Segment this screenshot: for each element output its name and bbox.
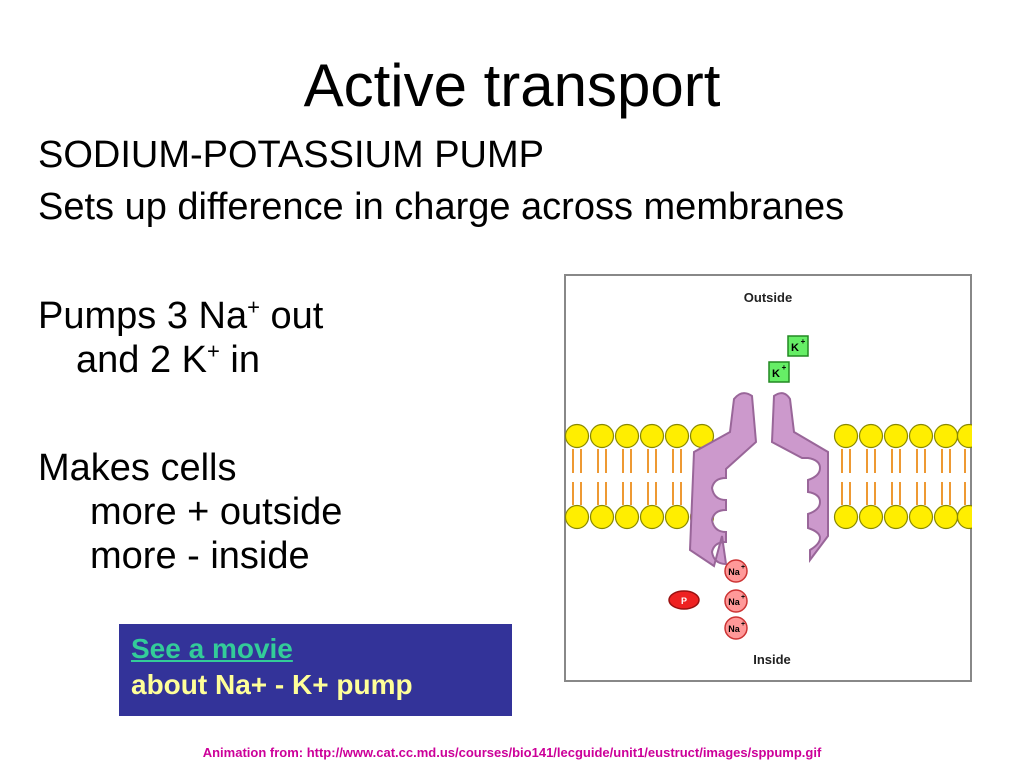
k-ion-1: K + — [787, 335, 809, 357]
see-movie-link[interactable]: See a movie — [131, 633, 293, 664]
lipid-head — [883, 423, 909, 449]
na-ion-1: Na + — [724, 559, 748, 583]
lipid-head — [589, 423, 615, 449]
animation-credit: Animation from: http://www.cat.cc.md.us/… — [202, 745, 822, 760]
movie-box: See a movie about Na+ - K+ pump — [119, 624, 512, 716]
pumps-statement: Pumps 3 Na+ out and 2 K+ in — [38, 294, 323, 382]
phosphate-ion: P — [668, 590, 700, 610]
lipid-head — [589, 504, 615, 530]
svg-text:K: K — [791, 342, 799, 354]
pump-protein-right — [770, 392, 829, 563]
lipid-head — [564, 504, 590, 530]
lipid-head — [933, 423, 959, 449]
na-ion-3: Na + — [724, 616, 748, 640]
na-ion-2: Na + — [724, 589, 748, 613]
makes-line-2: more + outside — [90, 491, 343, 533]
makes-statement: Makes cells more + outside more - inside — [38, 446, 342, 578]
svg-text:Na: Na — [728, 567, 740, 577]
lipid-head — [614, 423, 640, 449]
svg-text:Na: Na — [728, 624, 740, 634]
svg-text:+: + — [741, 594, 745, 601]
lipid-head — [883, 504, 909, 530]
pump-diagram: Outside Inside K + K + Na + Na + Na + P — [564, 274, 972, 682]
svg-text:+: + — [741, 621, 745, 628]
lipid-head — [956, 504, 972, 530]
lipid-head — [908, 423, 934, 449]
svg-text:+: + — [741, 564, 745, 571]
pump-protein-left — [688, 392, 758, 568]
inside-label: Inside — [753, 652, 791, 667]
lipid-head — [933, 504, 959, 530]
pumps-line-1: Pumps 3 Na+ out — [38, 294, 324, 337]
svg-text:K: K — [772, 368, 780, 380]
lipid-head — [956, 423, 972, 449]
outside-label: Outside — [744, 290, 792, 305]
makes-line-3: more - inside — [90, 535, 310, 577]
k-ion-2: K + — [768, 361, 790, 383]
lipid-head — [833, 423, 859, 449]
makes-line-1: Makes cells — [38, 447, 237, 489]
lipid-head — [664, 423, 690, 449]
lipid-head — [858, 504, 884, 530]
diagram-frame — [564, 274, 972, 682]
lipid-head — [664, 504, 690, 530]
svg-text:+: + — [801, 337, 806, 346]
subtitle-description: Sets up difference in charge across memb… — [38, 186, 845, 228]
lipid-head — [614, 504, 640, 530]
lipid-head — [564, 423, 590, 449]
svg-text:+: + — [782, 363, 787, 372]
lipid-head — [908, 504, 934, 530]
lipid-head — [858, 423, 884, 449]
about-pump-text: about Na+ - K+ pump — [131, 669, 413, 700]
pumps-line-2: and 2 K+ in — [76, 338, 260, 381]
slide-title: Active transport — [303, 52, 721, 119]
lipid-head — [833, 504, 859, 530]
lipid-head — [639, 504, 665, 530]
subtitle-pump: SODIUM-POTASSIUM PUMP — [38, 134, 544, 176]
lipid-head — [639, 423, 665, 449]
svg-text:Na: Na — [728, 597, 740, 607]
svg-text:P: P — [681, 596, 687, 606]
lipid-heads — [564, 423, 972, 530]
